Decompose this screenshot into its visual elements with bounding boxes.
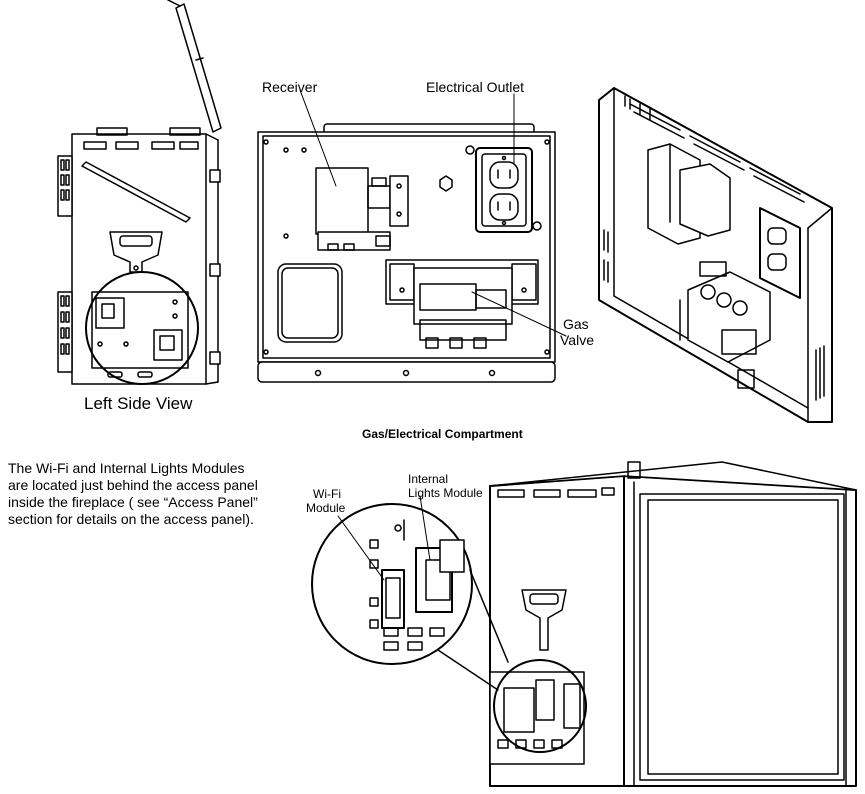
fireplace-isometric-drawing [311,461,857,787]
valve-label: Valve [560,332,594,348]
top-vents [624,95,805,203]
description-text: The Wi-Fi and Internal Lights Modules ar… [8,460,298,528]
isometric-gas-valve [679,261,771,389]
magnified-modules [369,519,465,651]
receiver-unit [315,167,409,251]
electrical-outlet-label: Electrical Outlet [426,79,525,95]
leader-lines [299,89,567,581]
isometric-outlet [759,207,801,299]
lights-module-label: Lights Module [408,486,483,500]
gas-label: Gas [563,316,589,332]
antenna [167,0,222,133]
wifi-label: Wi-Fi [313,487,341,501]
compartment-caption: Gas/Electrical Compartment [362,427,523,441]
description-line: inside the fireplace ( see “Access Panel… [8,494,258,510]
receiver-label: Receiver [262,79,318,95]
description-line: The Wi-Fi and Internal Lights Modules [8,460,245,476]
description-line: are located just behind the access panel [8,477,258,493]
front-panel-drawing [257,123,556,383]
gas-valve [385,259,539,349]
fireplace-access-handle [521,589,567,651]
fireplace-access-panel [489,671,585,765]
isometric-compartment-drawing [598,87,833,423]
internal-label: Internal [408,472,449,486]
electrical-outlet [465,145,542,233]
isometric-side-vents [603,229,825,401]
left-side-view-label: Left Side View [84,394,193,413]
module-label: Module [306,501,346,515]
description-line: section for details on the access panel)… [8,511,254,527]
detail-magnifier [85,271,199,385]
side-vents [57,155,73,373]
left-side-view-drawing [57,0,222,385]
